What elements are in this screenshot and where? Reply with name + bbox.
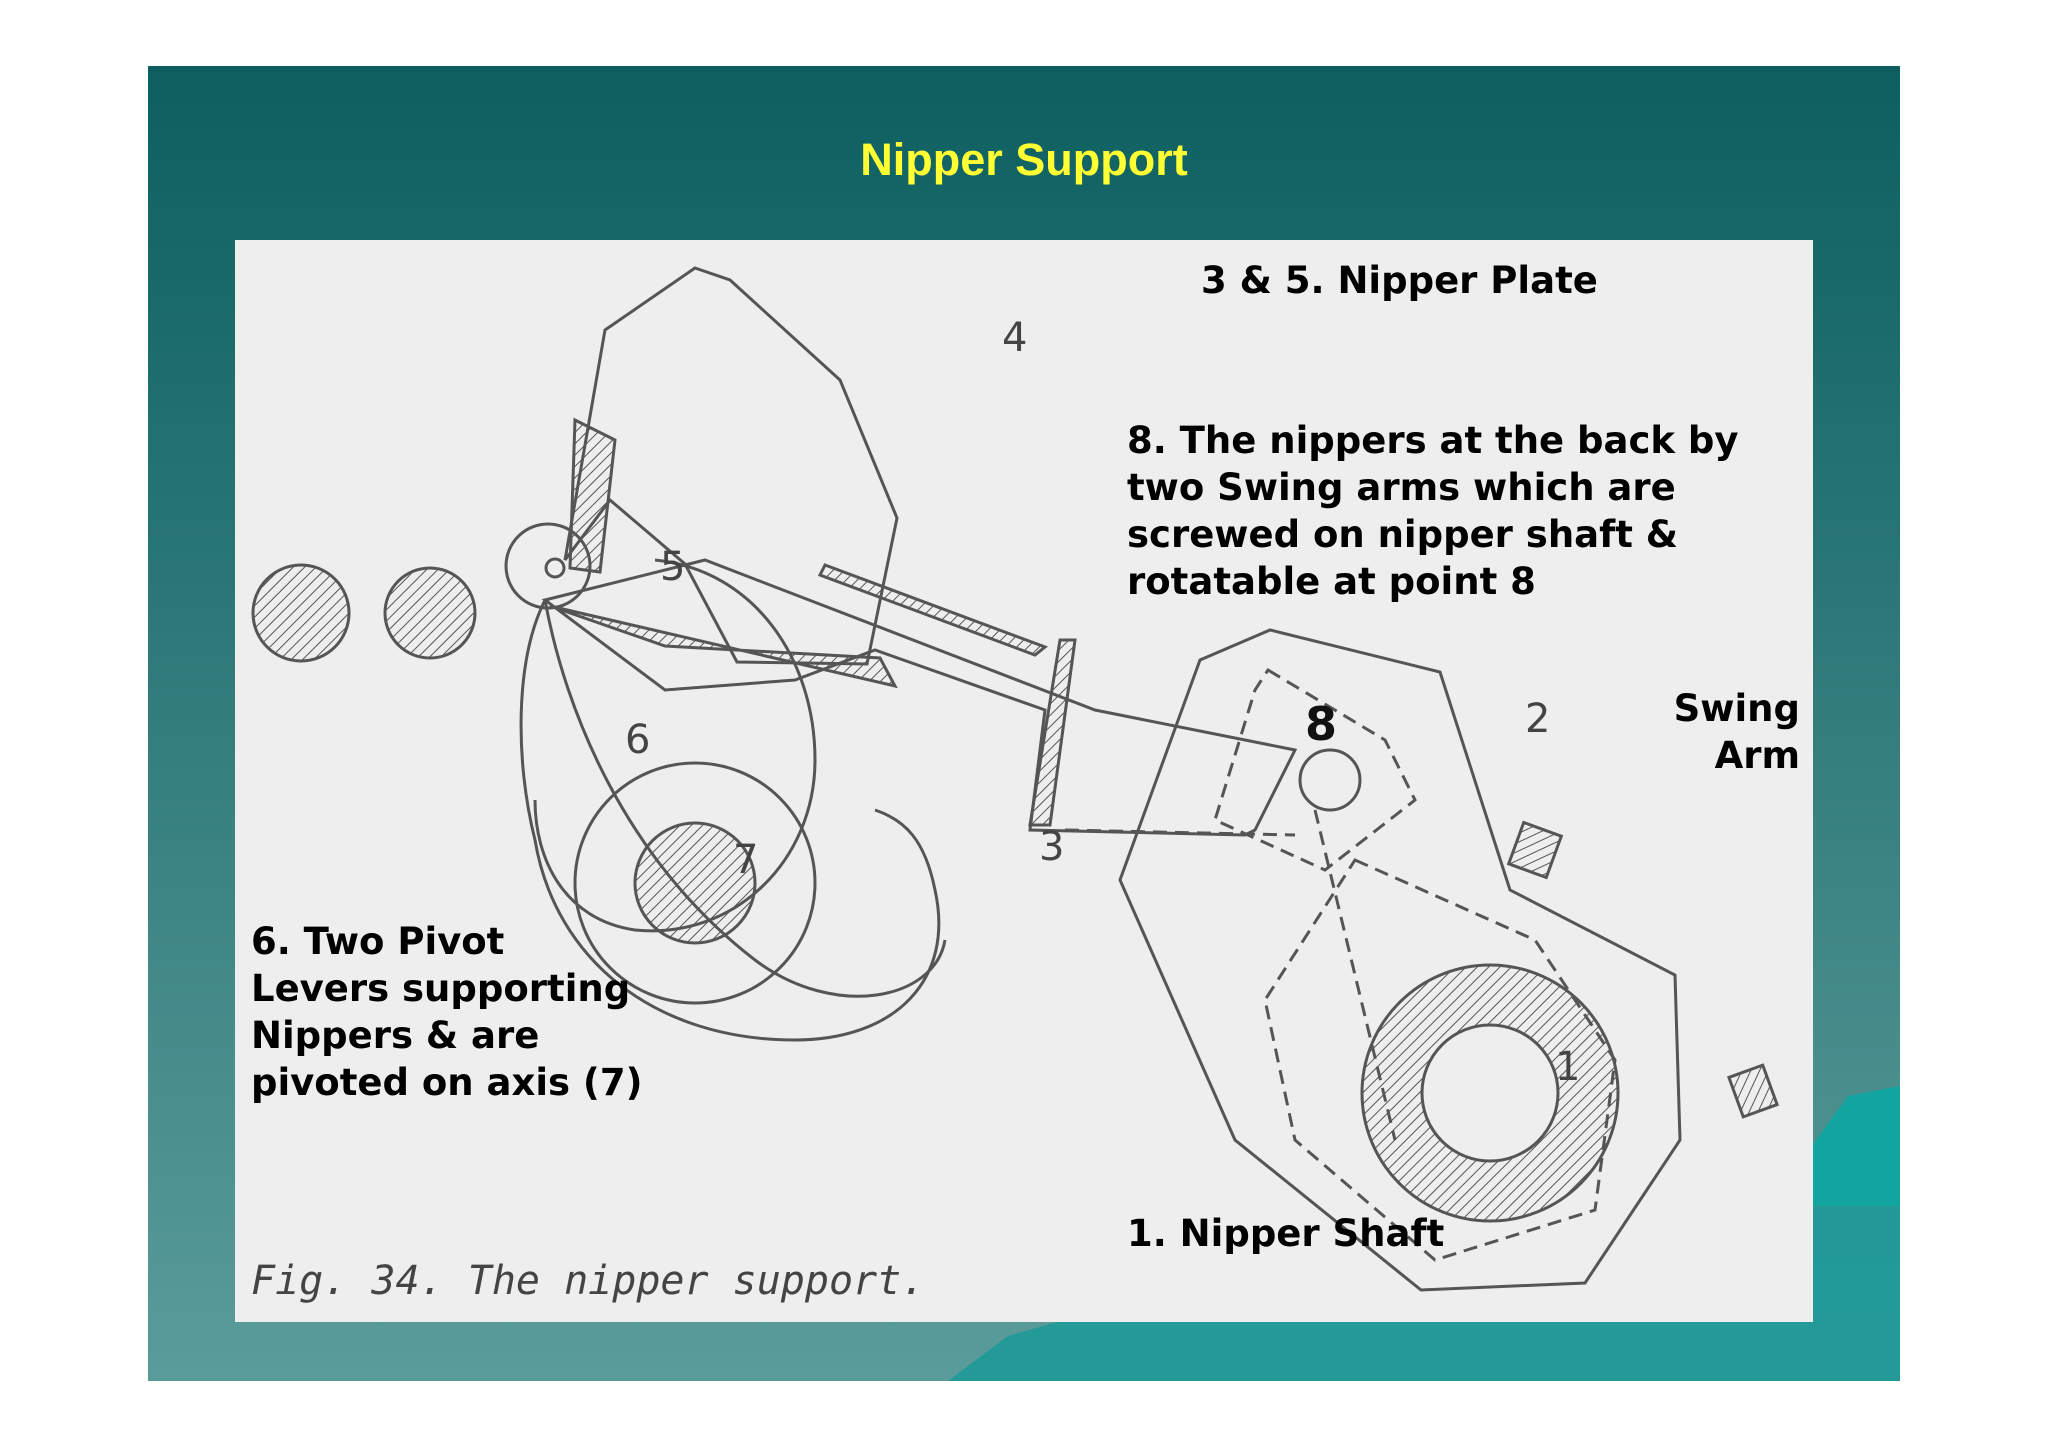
figure-caption: Fig. 34. The nipper support. [251,1258,926,1304]
pivot-lever [519,599,941,1042]
part-number-4: 4 [1002,315,1027,361]
part-number-3: 3 [1039,824,1064,870]
diagram-panel: 4 5 6 7 3 2 1 8 3 & 5. Nipper Plate 8. T… [235,240,1813,1322]
label-nipper-shaft: 1. Nipper Shaft [1127,1212,1445,1255]
nipper-support-drawing: 4 5 6 7 3 2 1 8 [251,266,1780,1292]
part-number-2: 2 [1525,696,1550,742]
point-8-marker: 8 [1305,697,1337,751]
swing-arm [1118,628,1682,1292]
label-nipper-plate: 3 & 5. Nipper Plate [1201,259,1598,302]
part-number-6: 6 [625,717,650,763]
upper-nipper-plate [563,266,899,666]
part-number-1: 1 [1555,1044,1580,1090]
point-8-circle [1298,748,1362,812]
part-number-5: 5 [660,544,685,590]
label-pivot-levers: 6. Two Pivot Levers supporting Nippers &… [251,920,643,1104]
roller-right [383,566,477,660]
part-number-7: 7 [733,837,758,883]
label-nippers-back: 8. The nippers at the back by two Swing … [1127,419,1739,603]
pivot-axis [633,821,757,945]
slide: Nipper Support [148,66,1900,1381]
label-swing-arm: Swing Arm [1673,687,1800,777]
slide-title: Nipper Support [860,134,1188,185]
roller-left [251,563,351,663]
